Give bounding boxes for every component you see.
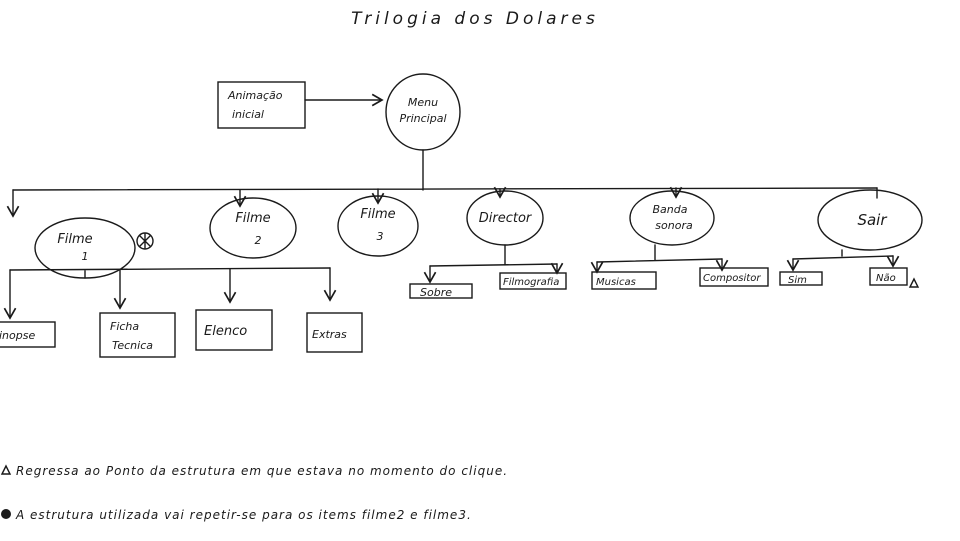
compositor-box: Compositor	[699, 267, 769, 287]
note-triangle: Regressa ao Ponto da estrutura em que es…	[16, 464, 508, 478]
director-children-connector	[429, 244, 558, 267]
filmografia-box: Filmografia	[499, 272, 567, 290]
sim-label: Sim	[788, 275, 807, 286]
note-asterisk: A estrutura utilizada vai repetir-se par…	[15, 508, 472, 522]
elenco-label: Elenco	[204, 324, 247, 339]
sobre-box: Sobre	[409, 283, 473, 299]
intro-label-2: inicial	[232, 108, 264, 121]
extras-box: Extras	[306, 312, 363, 353]
filmografia-label: Filmografia	[503, 277, 559, 288]
menu-label-2: Principal	[399, 112, 446, 125]
sair-label: Sair	[857, 211, 887, 229]
director-label: Director	[479, 211, 533, 226]
banda-sonora-node: Banda sonora	[629, 190, 715, 246]
sobre-label: Sobre	[420, 286, 452, 299]
nao-box: Não	[869, 267, 908, 286]
sinopse-label: Sinopse	[0, 329, 35, 342]
triangle-legend-icon	[0, 464, 12, 475]
nao-label: Não	[876, 273, 896, 284]
asterisk-icon	[136, 232, 154, 250]
triangle-icon	[908, 277, 920, 288]
asterisk-legend-icon	[1, 509, 11, 519]
menu-label-1: Menu	[408, 96, 438, 109]
musicas-label: Musicas	[596, 277, 636, 288]
sinopse-box: Sinopse	[0, 321, 56, 348]
sair-node: Sair	[817, 189, 923, 251]
banda-label-1: Banda	[653, 203, 688, 216]
filme1-number: 1	[82, 250, 89, 263]
ficha-label-2: Tecnica	[112, 339, 153, 352]
sim-box: Sim	[779, 271, 823, 286]
intro-label-1: Animação	[227, 89, 283, 102]
sair-children-connector	[792, 249, 894, 260]
banda-children-connector	[596, 244, 723, 263]
banda-label-2: sonora	[655, 219, 693, 232]
elenco-box: Elenco	[195, 309, 273, 351]
ficha-tecnica-box: Ficha Tecnica	[99, 312, 176, 358]
menu-principal-node: Menu Principal	[385, 73, 461, 151]
intro-animation-node: Animação inicial	[217, 81, 306, 129]
diagram-title: Trilogia dos Dolares	[351, 9, 599, 29]
filme2-node: Filme 2	[209, 197, 297, 259]
filme1-children-connector	[9, 267, 331, 279]
filme3-label: Filme	[360, 207, 395, 222]
ficha-label-1: Ficha	[110, 320, 139, 333]
extras-label: Extras	[312, 328, 347, 341]
compositor-label: Compositor	[703, 273, 761, 284]
filme3-number: 3	[377, 230, 384, 243]
director-node: Director	[466, 190, 544, 246]
filme2-number: 2	[255, 234, 262, 247]
menu-connector	[12, 149, 878, 191]
filme1-node: Filme 1	[34, 217, 154, 279]
filme2-label: Filme	[235, 211, 270, 226]
musicas-box: Musicas	[591, 271, 657, 290]
filme3-node: Filme 3	[337, 195, 419, 257]
filme1-label: Filme	[57, 232, 92, 247]
